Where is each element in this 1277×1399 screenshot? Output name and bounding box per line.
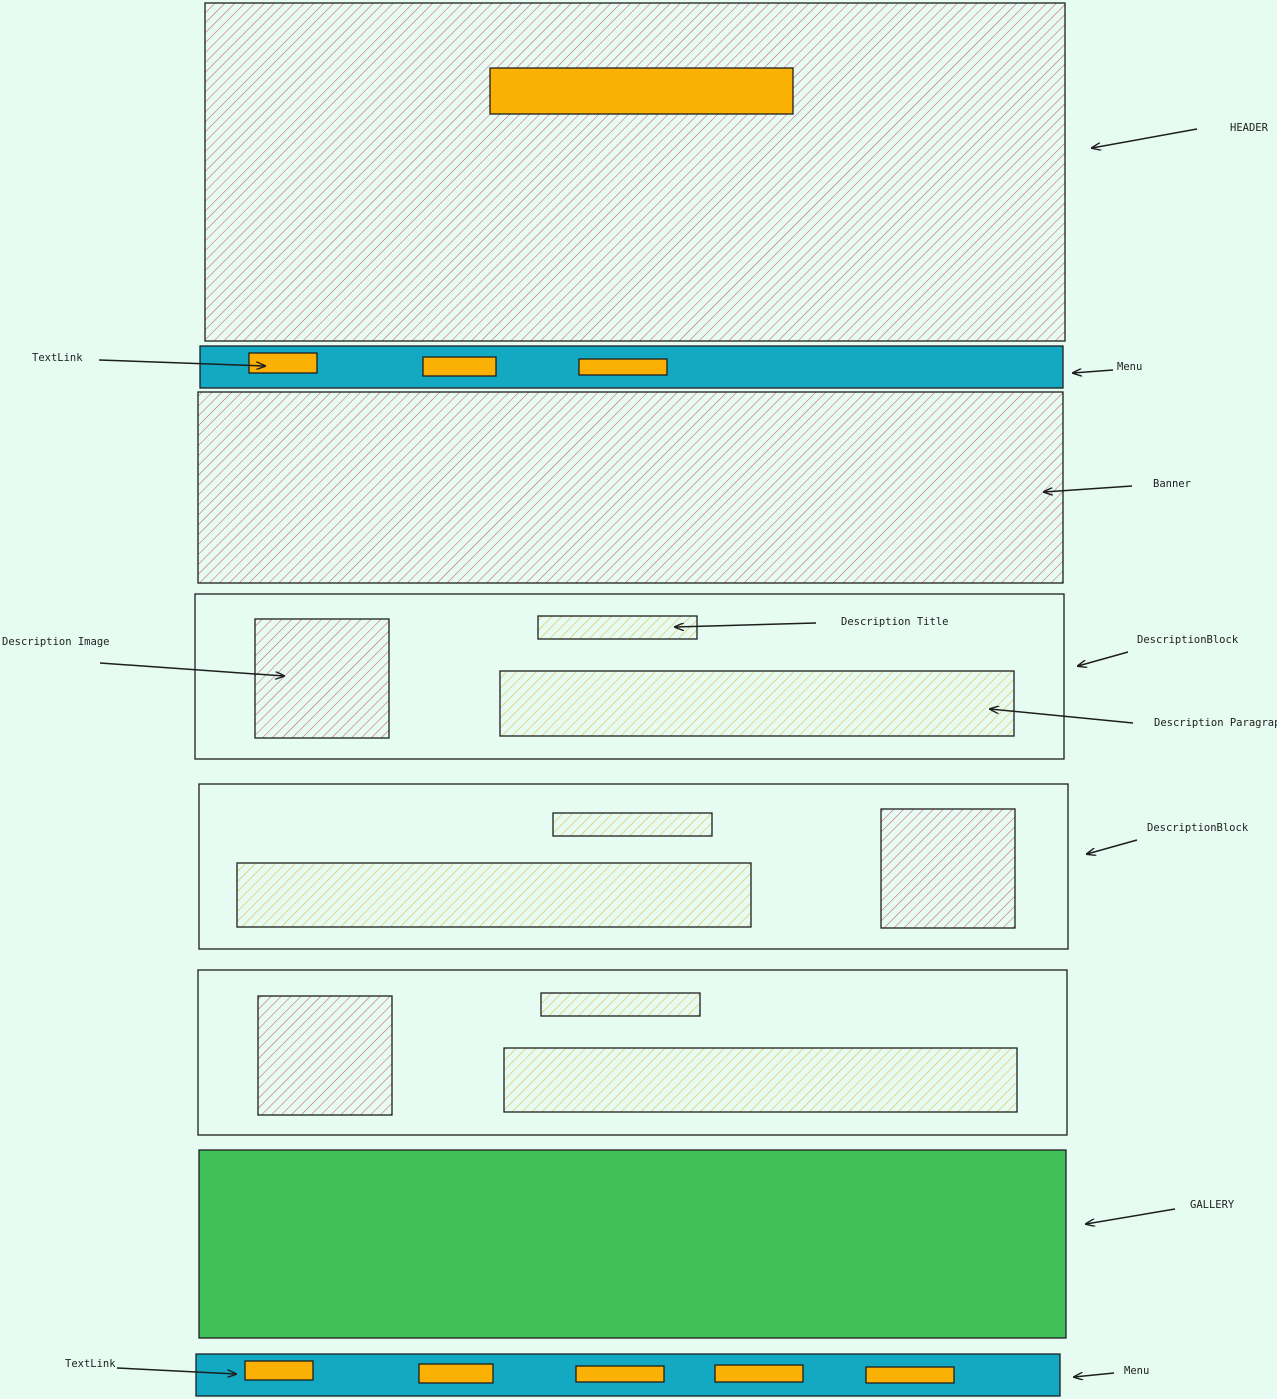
description-title-3 [540,992,701,1017]
arrow-menu-bottom [1074,1373,1115,1377]
bottom-menu-textlink-2[interactable] [418,1363,494,1384]
description-paragraph-2 [236,862,752,928]
description-block-3 [197,969,1068,1136]
top-menu-textlink-1[interactable] [248,352,318,374]
label-textlink-bottom: TextLink [65,1358,116,1370]
description-title-2 [552,812,713,837]
top-menu-bar [199,345,1064,389]
description-paragraph-3 [503,1047,1018,1113]
arrow-gallery [1086,1208,1176,1224]
label-description-block-1: DescriptionBlock [1137,634,1239,646]
label-gallery: GALLERY [1190,1199,1235,1211]
arrow-textlink-bottom [116,1367,236,1374]
annotation-arrows [98,128,1198,1377]
arrow-menu-top [1073,370,1114,373]
arrow-description-block-1 [1078,651,1129,666]
annotation-labels: HEADER TextLink Menu Banner Description … [2,122,1277,1377]
description-image-2 [880,808,1016,929]
label-header: HEADER [1230,122,1269,134]
label-description-block-2: DescriptionBlock [1147,822,1249,834]
arrow-banner [1044,485,1133,492]
description-title-1 [537,615,698,640]
bottom-menu-textlink-3[interactable] [575,1365,665,1383]
label-description-image: Description Image [2,636,109,648]
header-block [204,2,1066,342]
banner-block [197,391,1064,584]
header-logo-placeholder [489,67,794,115]
arrow-description-image [99,662,284,676]
bottom-menu-textlink-4[interactable] [714,1364,804,1383]
label-textlink-top: TextLink [32,352,83,364]
label-description-paragraph: Description Paragraph [1154,717,1277,729]
arrow-description-block-2 [1087,839,1138,854]
description-block-2 [198,783,1069,950]
label-description-title: Description Title [841,616,948,628]
top-menu-textlink-2[interactable] [422,356,497,377]
top-menu-textlink-3[interactable] [578,358,668,376]
arrow-description-title [675,622,817,627]
bottom-menu-bar [195,1353,1061,1397]
description-block-1 [194,593,1065,760]
description-image-3 [257,995,393,1116]
bottom-menu-textlink-1[interactable] [244,1360,314,1381]
gallery-block [198,1149,1067,1339]
label-banner: Banner [1153,478,1191,490]
label-menu-top: Menu [1117,361,1142,373]
description-image-1 [254,618,390,739]
bottom-menu-textlink-5[interactable] [865,1366,955,1384]
arrow-header [1092,128,1198,148]
arrow-textlink-top [98,359,265,366]
arrow-description-paragraph [990,709,1134,724]
label-menu-bottom: Menu [1124,1365,1149,1377]
description-paragraph-1 [499,670,1015,737]
